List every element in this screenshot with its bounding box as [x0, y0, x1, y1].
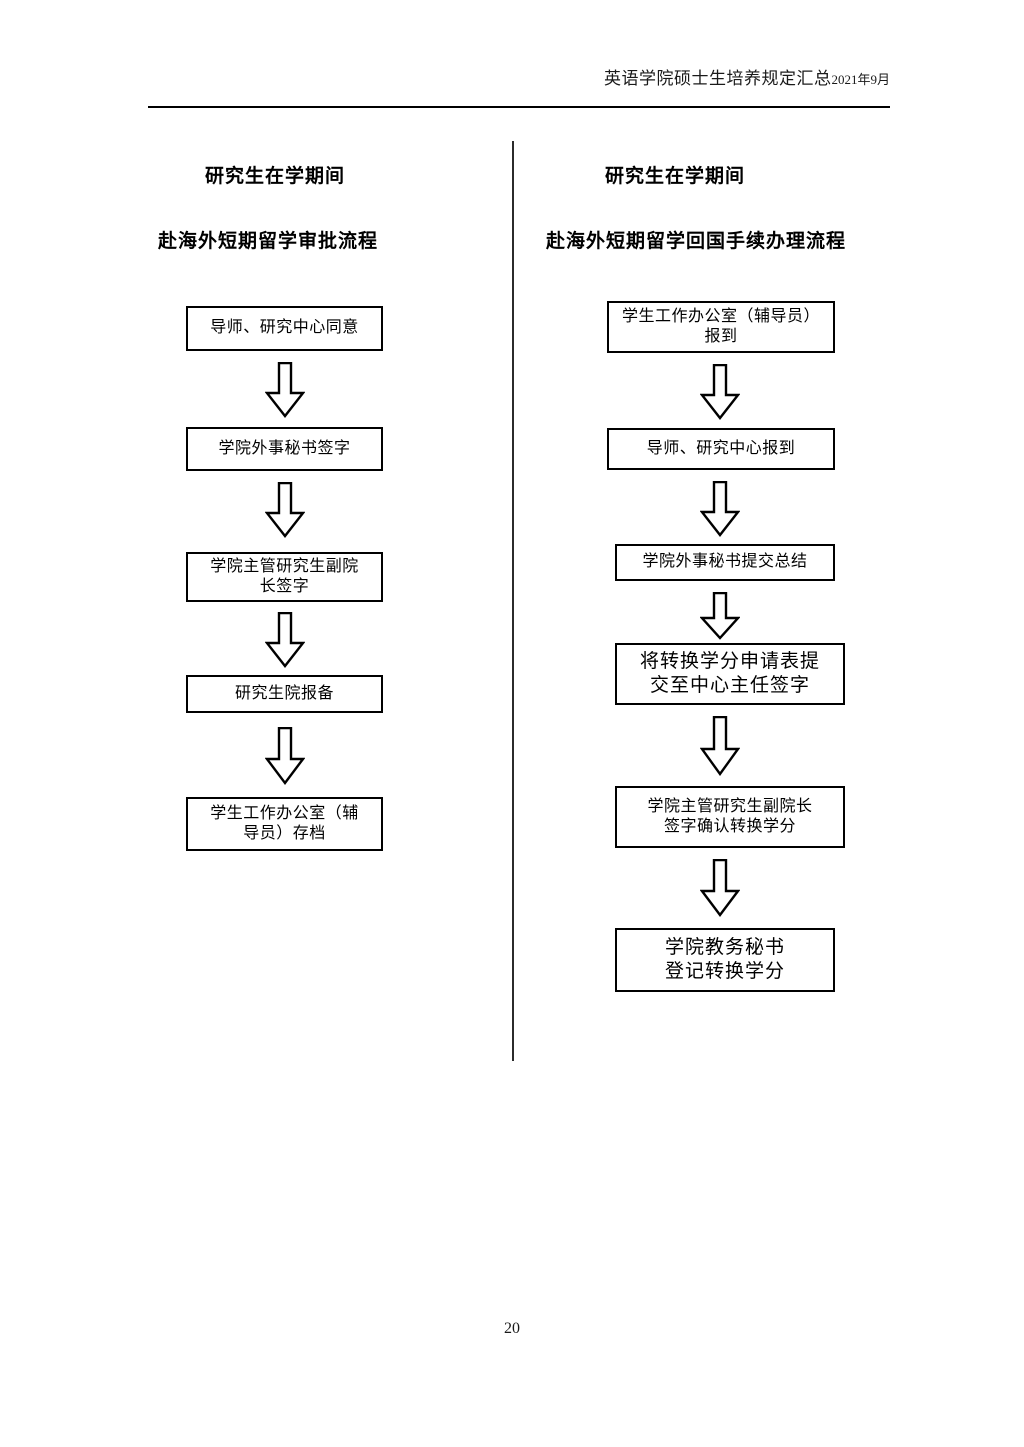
right-column-title-line1: 研究生在学期间 [605, 166, 746, 187]
right-step-1-line1: 学生工作办公室（辅导员） [621, 307, 820, 325]
right-arrow-4 [700, 716, 740, 776]
left-step-box-1: 导师、研究中心同意 [186, 306, 383, 351]
right-arrow-2 [700, 481, 740, 537]
header-title: 英语学院硕士生培养规定汇总 [603, 69, 832, 88]
right-step-6-line1: 学院教务秘书 [664, 936, 785, 958]
right-step-1-line2: 报到 [704, 328, 738, 345]
right-step-box-6: 学院教务秘书 登记转换学分 [615, 928, 835, 992]
left-step-3-line2: 长签字 [259, 578, 310, 595]
right-step-box-1: 学生工作办公室（辅导员） 报到 [607, 301, 835, 353]
header-divider-rule [148, 106, 890, 108]
page-number: 20 [504, 1320, 520, 1337]
right-arrow-1 [700, 364, 740, 420]
right-step-box-3: 学院外事秘书提交总结 [615, 544, 835, 581]
left-step-3-line1: 学院主管研究生副院 [210, 557, 359, 575]
right-arrow-3 [700, 592, 740, 640]
page-header: 英语学院硕士生培养规定汇总2021年9月 [148, 64, 890, 89]
left-arrow-2 [265, 482, 305, 538]
header-date: 2021年9月 [831, 72, 890, 87]
right-step-6-line2: 登记转换学分 [664, 961, 785, 982]
right-step-box-2: 导师、研究中心报到 [607, 428, 835, 470]
left-column-title-line1: 研究生在学期间 [205, 166, 346, 187]
left-column-title-line2: 赴海外短期留学审批流程 [158, 231, 379, 252]
right-arrow-5 [700, 859, 740, 917]
left-arrow-3 [265, 612, 305, 668]
left-step-5-line2: 导员）存档 [243, 825, 326, 842]
left-step-box-3: 学院主管研究生副院 长签字 [186, 552, 383, 602]
right-step-4-line2: 交至中心主任签字 [649, 675, 810, 696]
right-step-box-4: 将转换学分申请表提 交至中心主任签字 [615, 643, 845, 705]
left-step-5-line1: 学生工作办公室（辅 [210, 804, 359, 822]
right-step-4-line1: 将转换学分申请表提 [639, 650, 820, 672]
right-step-5-line1: 学院主管研究生副院长 [647, 797, 813, 815]
left-step-box-2: 学院外事秘书签字 [186, 427, 383, 471]
right-step-3-line1: 学院外事秘书提交总结 [642, 553, 808, 571]
left-arrow-4 [265, 727, 305, 785]
left-step-box-5: 学生工作办公室（辅 导员）存档 [186, 797, 383, 851]
column-divider [512, 141, 514, 1061]
left-arrow-1 [265, 362, 305, 418]
right-column-title-line2: 赴海外短期留学回国手续办理流程 [546, 231, 847, 252]
left-step-box-4: 研究生院报备 [186, 675, 383, 713]
left-step-4-line1: 研究生院报备 [234, 684, 334, 702]
left-step-2-line1: 学院外事秘书签字 [218, 439, 351, 457]
right-step-2-line1: 导师、研究中心报到 [646, 439, 796, 457]
left-step-1-line1: 导师、研究中心同意 [210, 319, 359, 337]
right-step-box-5: 学院主管研究生副院长 签字确认转换学分 [615, 786, 845, 848]
right-step-5-line2: 签字确认转换学分 [663, 818, 796, 835]
